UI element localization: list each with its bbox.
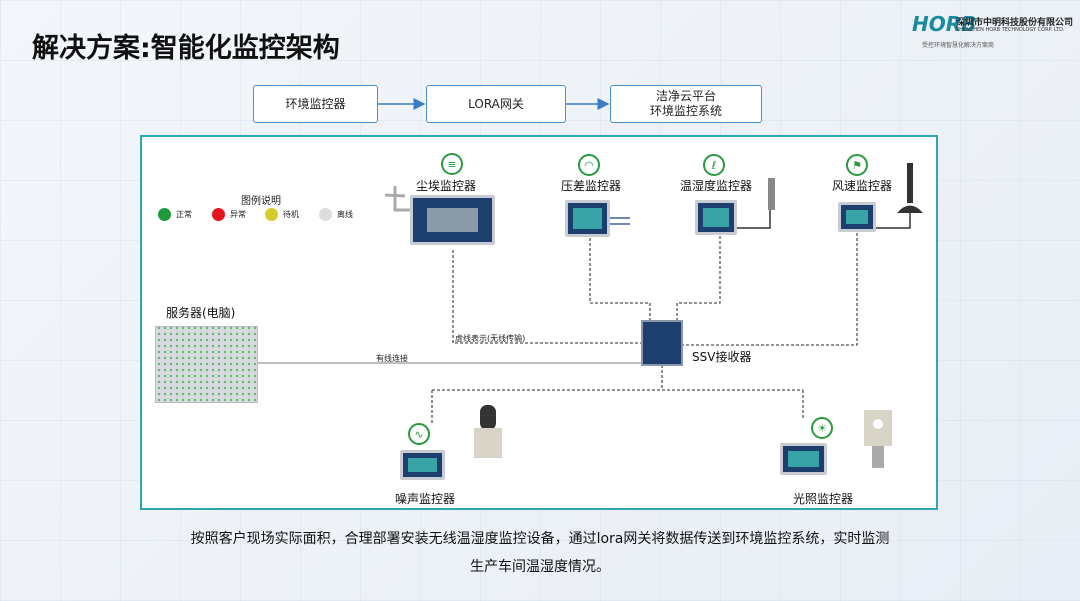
line-dust — [452, 250, 641, 344]
noise-microphone — [480, 405, 496, 430]
dust-monitor-device — [410, 195, 495, 245]
legend-dot-yellow — [265, 208, 278, 221]
light-monitor-device — [780, 443, 827, 475]
noise-monitor-label: 噪声监控器 — [395, 492, 456, 506]
company-name-en: SHENZHEN HORB TECHNOLOGY CORP. LTD. — [956, 27, 1065, 33]
temp-humidity-monitor-device — [695, 200, 737, 235]
flow-cloud-platform: 洁净云平台 环境监控系统 — [610, 85, 762, 123]
legend-abnormal: 异常 — [212, 208, 246, 221]
flow-cloud-line1: 洁净云平台 — [655, 89, 716, 103]
page-title: 解决方案:智能化监控架构 — [32, 33, 340, 64]
server-label: 服务器(电脑) — [166, 306, 236, 320]
pressure-gauge-icon: ◠ — [578, 154, 600, 176]
wireless-annotation: 虚线表示(无线传输) — [455, 334, 526, 343]
sound-wave-icon: ∿ — [408, 423, 430, 445]
light-monitor-label: 光照监控器 — [793, 492, 854, 506]
server-device — [155, 326, 258, 403]
flow-lora-gateway: LORA网关 — [426, 85, 566, 123]
dust-sensor-probe — [384, 186, 412, 212]
legend-dot-gray — [319, 208, 332, 221]
pressure-tubes — [610, 217, 630, 225]
temp-humidity-monitor-label: 温湿度监控器 — [680, 179, 753, 193]
pressure-monitor-label: 压差监控器 — [561, 179, 622, 193]
line-wind — [683, 233, 858, 346]
ssv-receiver-device — [641, 320, 683, 366]
wind-icon: ⚑ — [846, 154, 868, 176]
company-logo: HORB 深圳市中明科技股份有限公司 SHENZHEN HORB TECHNOL… — [912, 12, 1074, 52]
legend-offline: 离线 — [319, 208, 353, 221]
dust-monitor-label: 尘埃监控器 — [416, 179, 477, 193]
dust-icon: ≡ — [441, 153, 463, 175]
wind-monitor-label: 风速监控器 — [832, 179, 893, 193]
noise-monitor-device — [400, 450, 445, 480]
description-line1: 按照客户现场实际面积，合理部署安装无线温湿度监控设备，通过lora网关将数据传送… — [190, 531, 890, 547]
sun-icon: ☀ — [811, 417, 833, 439]
ssv-receiver-label: SSV接收器 — [692, 350, 752, 364]
wind-antenna — [907, 163, 913, 203]
line-pressure — [589, 238, 651, 320]
wired-annotation: 有线连接 — [376, 354, 408, 363]
legend-dot-green — [158, 208, 171, 221]
legend-standby: 待机 — [265, 208, 299, 221]
legend-normal: 正常 — [158, 208, 192, 221]
legend-dot-red — [212, 208, 225, 221]
legend-title: 图例说明 — [241, 196, 281, 207]
company-slogan: 受控环境智慧化解决方案商 — [922, 42, 995, 49]
logo-mark: HORB — [912, 12, 977, 36]
line-temp — [676, 236, 721, 320]
company-name-cn: 深圳市中明科技股份有限公司 — [956, 18, 1074, 28]
flow-environment-monitor: 环境监控器 — [253, 85, 378, 123]
wind-monitor-device — [838, 202, 876, 232]
thermometer-icon: ℓ — [703, 154, 725, 176]
temp-probe — [768, 178, 775, 210]
description-line2: 生产车间温湿度情况。 — [470, 559, 610, 575]
flow-cloud-line2: 环境监控系统 — [649, 104, 722, 118]
pressure-monitor-device — [565, 200, 610, 237]
line-bottom — [431, 365, 804, 425]
